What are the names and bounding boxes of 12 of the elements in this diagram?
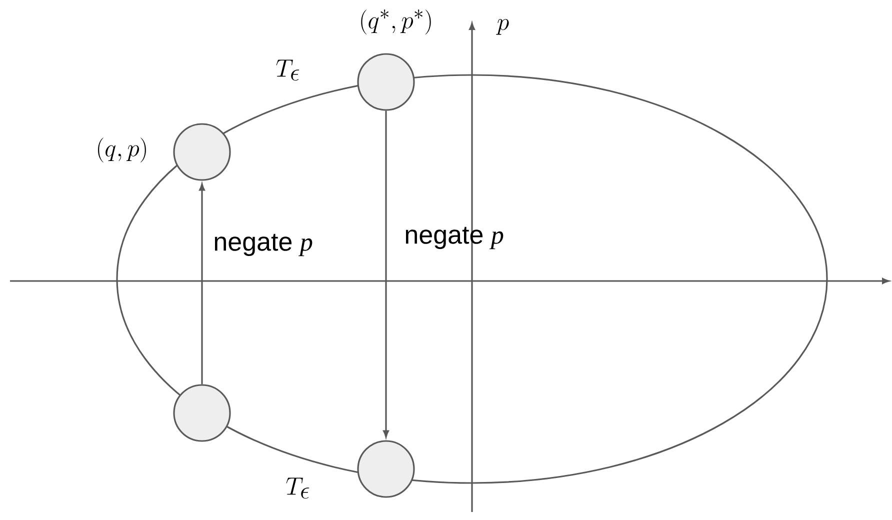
math-label: $T_\epsilon$: [276, 60, 300, 81]
math-label: $T_\epsilon$: [286, 478, 310, 499]
arrow: [383, 110, 389, 438]
point-label: $(q^*,p^*)$: [361, 10, 431, 34]
edge-label: negate p: [214, 234, 312, 256]
point-circle: [173, 123, 231, 181]
math-label: $p$: [496, 18, 509, 35]
point-label: $(q,p)$: [98, 138, 146, 162]
point-circle: [357, 440, 415, 498]
arrow: [199, 184, 205, 384]
point-circle: [173, 384, 231, 442]
point-circle: [357, 53, 415, 111]
